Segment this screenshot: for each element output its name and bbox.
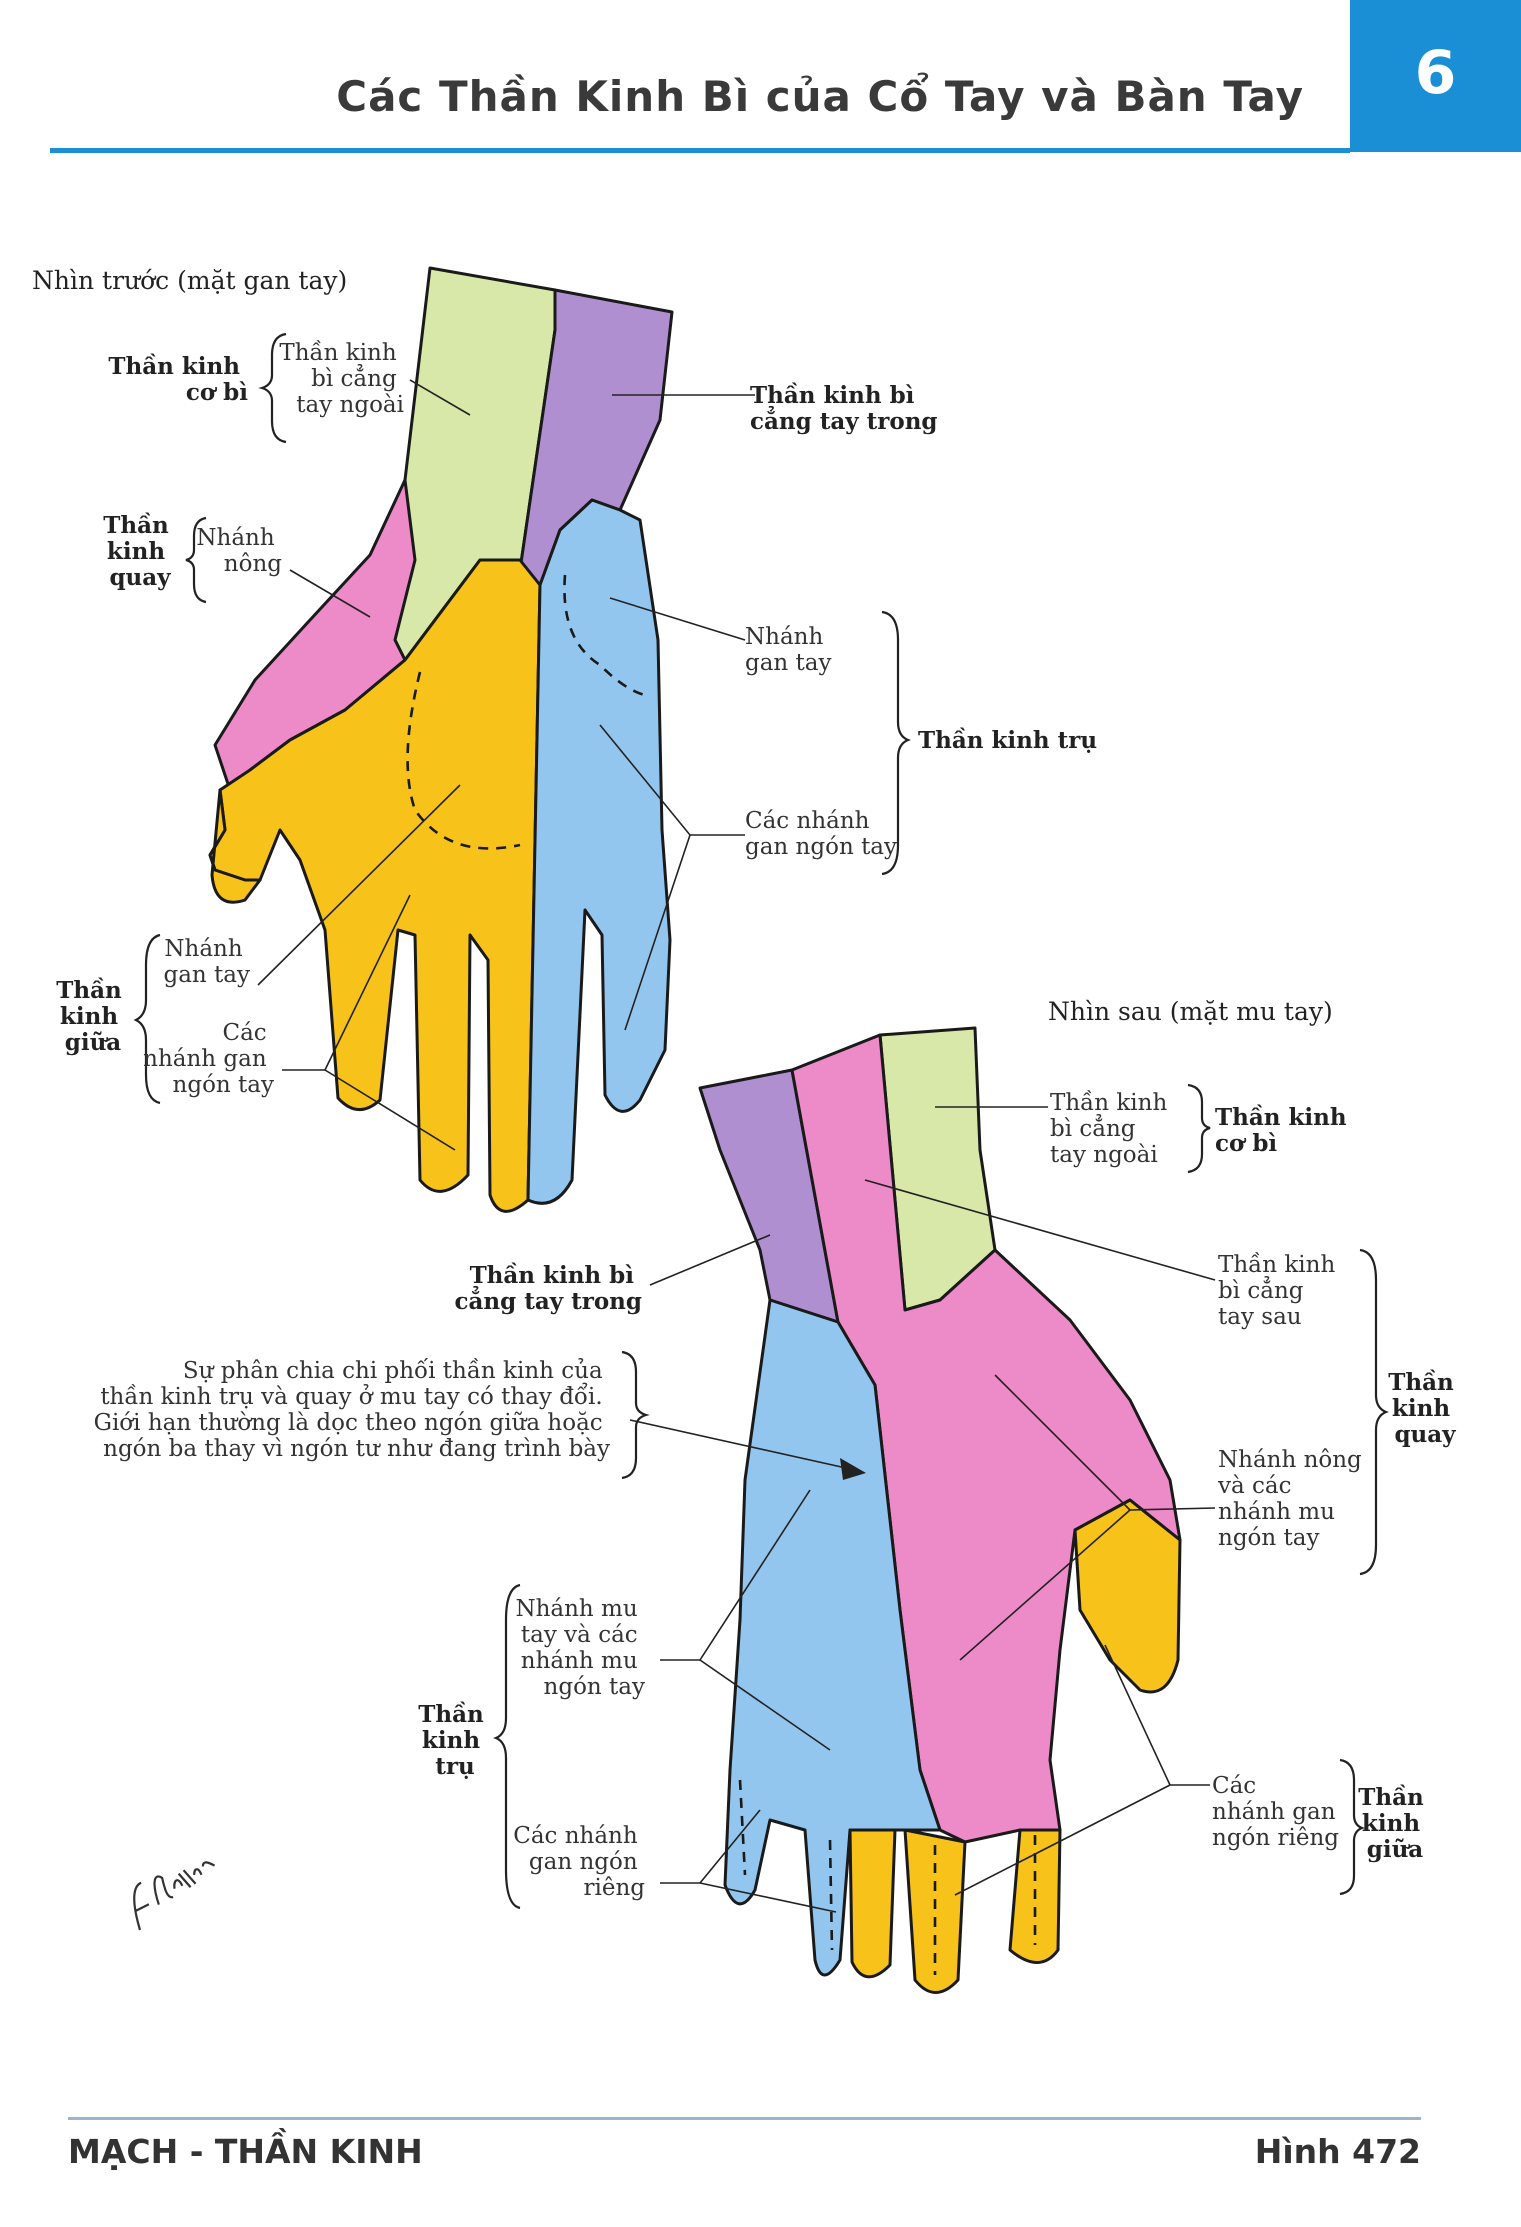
dorsal-ulnar-region: [723, 1298, 942, 1977]
dorsal-note: Sự phân chia chi phối thần kinh của thần…: [94, 1358, 610, 1462]
dorsal-medial-cutaneous-label: Thần kinh bì cẳng tay trong: [454, 1262, 642, 1315]
footer-figure-number: Hình 472: [1254, 2132, 1421, 2171]
dorsal-hand: [629, 1026, 1216, 1994]
brace-dorsal-median: [1339, 1758, 1366, 1896]
palmar-ulnar-digital-label: Các nhánh gan ngón tay: [745, 808, 897, 860]
palmar-median-palmar-boundary: [406, 671, 521, 850]
dorsal-lateral-cutaneous-label: Thần kinh bì cẳng tay ngoài: [1050, 1090, 1175, 1168]
palmar-heading: Nhìn trước (mặt gan tay): [32, 266, 347, 295]
palmar-median-palmar-label: Nhánh gan tay: [163, 936, 250, 988]
brace-dorsal-note: [621, 1350, 650, 1480]
dorsal-dash-finger-5: [738, 1779, 747, 1876]
brace-palmar-radial: [185, 516, 207, 604]
brace-dorsal-ulnar: [493, 1583, 521, 1910]
palmar-radial-superficial-label: Nhánh nông: [196, 525, 282, 577]
palmar-median-digital-label: Các nhánh gan ngón tay: [143, 1020, 274, 1098]
chapter-number: 6: [1414, 38, 1457, 108]
page-title: Các Thần Kinh Bì của Cổ Tay và Bàn Tay: [336, 72, 1304, 121]
palmar-median-group-label: Thần kinh giữa: [56, 977, 129, 1056]
leader-dorsal-radial-superficial-1: [994, 1374, 1131, 1511]
dorsal-median-finger-3: [903, 1828, 967, 1994]
leader-dorsal-median-1: [1104, 1644, 1171, 1786]
dorsal-radial-group-label: Thần kinh quay: [1388, 1369, 1461, 1448]
palmar-radial-group-label: Thần kinh quay: [103, 512, 176, 591]
palmar-ulnar-palmar-label: Nhánh gan tay: [745, 624, 832, 676]
palmar-ulnar-palmar-boundary: [563, 574, 646, 697]
chapter-badge: 6: [1350, 0, 1521, 152]
brace-dorsal-musculocutaneous: [1187, 1083, 1211, 1174]
dorsal-ulnar-dorsal-label: Nhánh mu tay và các nhánh mu ngón tay: [515, 1596, 645, 1700]
brace-palmar-musculocutaneous: [258, 332, 287, 444]
dorsal-ulnar-proper-digital-label: Các nhánh gan ngón riêng: [513, 1823, 645, 1901]
dorsal-musculocutaneous-label: Thần kinh cơ bì: [1215, 1104, 1355, 1157]
leader-dorsal-ulnar-digital-1: [699, 1809, 761, 1884]
leader-median-palmar: [257, 784, 461, 986]
dorsal-median-finger-4: [848, 1828, 897, 1979]
palmar-hand: [208, 266, 755, 1213]
palmar-musculocutaneous-label: Thần kinh cơ bì: [108, 353, 248, 406]
leader-dorsal-note-arrow: [629, 1419, 856, 1471]
dorsal-median-proper-digital-label: Các nhánh gan ngón riêng: [1212, 1773, 1343, 1851]
palmar-lateral-cutaneous-label: Thần kinh bì cẳng tay ngoài: [279, 340, 404, 418]
leader-dorsal-ulnar-dorsal-1: [699, 1489, 811, 1661]
dorsal-radial-superficial-label: Nhánh nông và các nhánh mu ngón tay: [1217, 1447, 1369, 1551]
leader-lateral-cutaneous: [409, 379, 471, 416]
dorsal-median-thumb: [1073, 1498, 1182, 1694]
palmar-thumb-tip: [208, 788, 262, 904]
footer-rule: [68, 2117, 1421, 2120]
leader-dorsal-radial-superficial-2: [959, 1509, 1131, 1661]
palmar-ulnar-group-label: Thần kinh trụ: [918, 727, 1097, 754]
leader-dorsal-medial-cutaneous: [649, 1234, 771, 1286]
dorsal-dash-finger-4: [828, 1839, 834, 1951]
palmar-medial-cutaneous-label: Thần kinh bì cẳng tay trong: [750, 382, 938, 435]
dorsal-median-group-label: Thần kinh giữa: [1358, 1784, 1431, 1863]
header-rule: [50, 148, 1350, 153]
brace-dorsal-radial: [1359, 1248, 1389, 1576]
artist-signature: [133, 1861, 216, 1931]
leader-dorsal-posterior-cutaneous: [864, 1179, 1216, 1281]
leader-ulnar-palmar: [609, 597, 746, 641]
leader-radial-superficial: [289, 569, 371, 618]
leader-dorsal-radial-superficial: [1129, 1507, 1216, 1511]
brace-palmar-ulnar: [881, 610, 911, 876]
leader-dorsal-median-2: [954, 1784, 1171, 1896]
brace-palmar-median: [133, 933, 161, 1105]
palmar-ulnar-region: [526, 498, 672, 1205]
note-arrowhead: [840, 1458, 866, 1480]
dorsal-posterior-cutaneous-label: Thần kinh bì cẳng tay sau: [1218, 1252, 1343, 1330]
dorsal-heading: Nhìn sau (mặt mu tay): [1048, 997, 1333, 1026]
dorsal-ulnar-group-label: Thần kinh trụ: [418, 1701, 491, 1780]
leader-dorsal-ulnar-dorsal-2: [699, 1659, 831, 1751]
leader-dorsal-ulnar-digital-2: [699, 1882, 837, 1913]
footer-section-title: MẠCH - THẦN KINH: [68, 2132, 423, 2171]
